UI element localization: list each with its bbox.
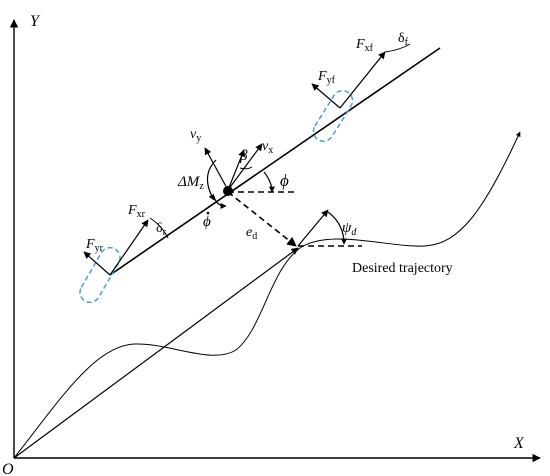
vx-arrow (227, 143, 263, 191)
vx-label: vx (262, 139, 273, 156)
psi-d-label: ψd (342, 220, 357, 238)
y-axis-label: Y (30, 13, 41, 30)
fyf-arrow (311, 83, 341, 109)
phi-dot-dot (206, 211, 210, 215)
front-wheel (312, 89, 354, 143)
vehicle-body-axis (109, 47, 441, 276)
vy-label: vy (190, 127, 201, 144)
fyr-arrow (83, 251, 111, 276)
x-axis-label: X (513, 435, 525, 452)
fxf-label: Fxf (355, 37, 374, 54)
phi-dot-label: ϕ (203, 214, 211, 230)
yaw-moment-arc (206, 159, 217, 201)
trajectory-point-vector (13, 247, 299, 459)
fyf-label: Fyf (317, 69, 336, 86)
phi-arc (263, 171, 275, 193)
beta-arc (239, 166, 253, 170)
psi-d-arc (327, 211, 347, 245)
desired-heading-arrow (297, 209, 329, 247)
delta-f-arc (384, 43, 411, 53)
velocity-arrow (227, 149, 245, 191)
delta-f-label: δf (398, 31, 409, 48)
delta-m-label: ΔMz (177, 174, 204, 192)
delta-r-arc (149, 217, 169, 239)
phi-label: ϕ (280, 171, 289, 190)
fxr-arrow (109, 219, 149, 276)
yaw-rate-arc (213, 195, 227, 209)
desired-trajectory-label: Desired trajectory (352, 261, 453, 276)
delta-r-label: δr (156, 221, 167, 238)
fyr-label: Fyr (85, 237, 104, 254)
lateral-error-line (227, 191, 297, 247)
desired-trajectory-curve (13, 131, 521, 459)
fxr-label: Fxr (127, 203, 146, 220)
ed-label: ed (246, 225, 257, 242)
fxf-arrow (339, 51, 386, 109)
origin-label: O (2, 461, 14, 476)
rear-wheel (79, 246, 121, 304)
beta-label: β (239, 148, 248, 164)
vy-arrow (204, 147, 229, 191)
